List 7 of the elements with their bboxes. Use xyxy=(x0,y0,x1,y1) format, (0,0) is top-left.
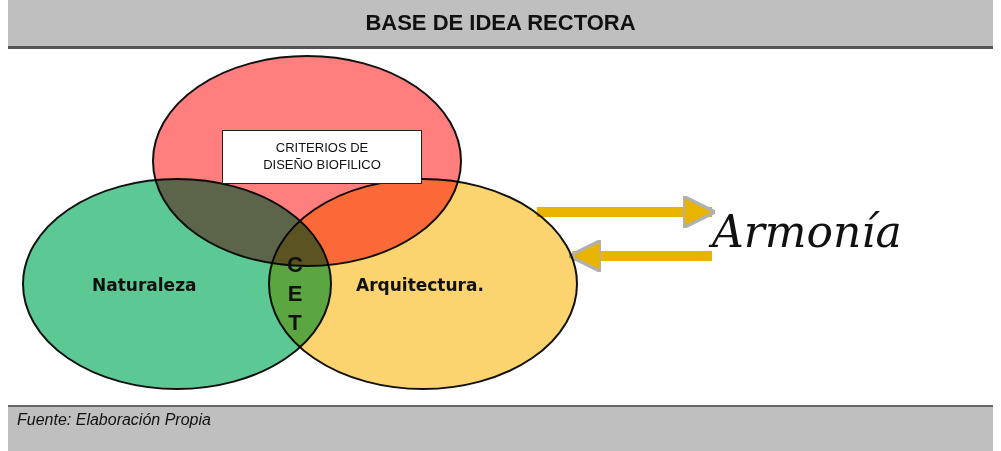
circle-label: Arquitectura. xyxy=(356,275,484,295)
title: BASE DE IDEA RECTORA xyxy=(364,10,637,36)
center-label: C E T xyxy=(287,251,303,337)
circle-label: Naturaleza xyxy=(92,275,197,295)
caption: Fuente: Elaboración Propia xyxy=(17,411,211,429)
text-box: CRITERIOS DE DISEÑO BIOFILICO xyxy=(222,130,422,184)
arrow xyxy=(536,194,717,230)
